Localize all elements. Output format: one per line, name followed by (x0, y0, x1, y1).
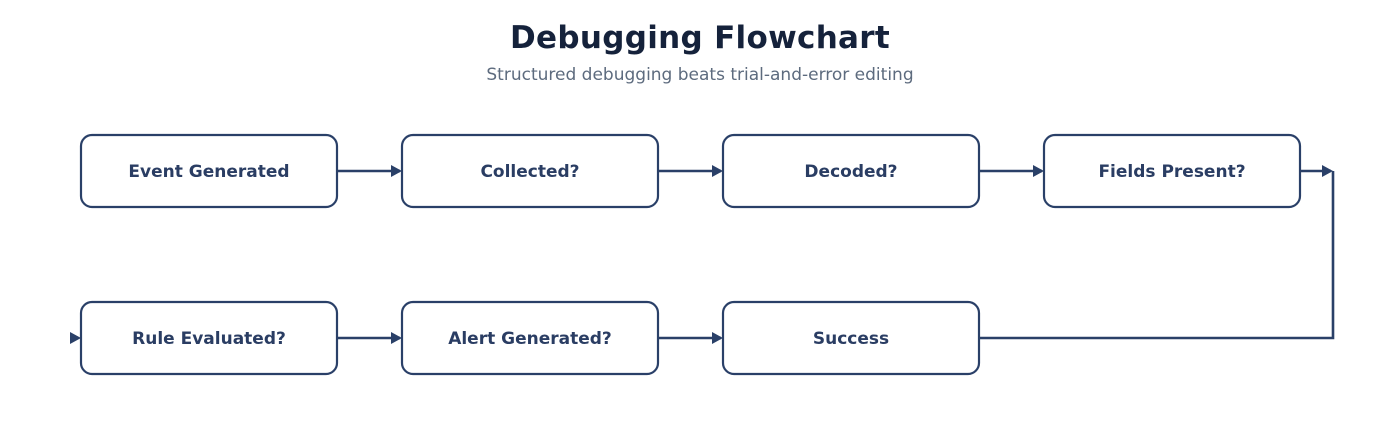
flow-node-box (79, 300, 339, 376)
arrowhead-n6-n7 (712, 332, 723, 344)
flow-node-label: Decoded? (804, 162, 897, 182)
flow-node-box (400, 300, 660, 376)
flow-node-box (721, 300, 981, 376)
arrowhead-n1-n2 (391, 165, 402, 177)
flow-node-label: Fields Present? (1098, 162, 1245, 182)
diagram-subtitle: Structured debugging beats trial-and-err… (486, 65, 914, 85)
flow-node-n5: Rule Evaluated? (79, 300, 339, 376)
diagram-title: Debugging Flowchart (510, 20, 890, 56)
flow-node-box (721, 133, 981, 209)
flow-node-label: Alert Generated? (448, 329, 612, 349)
flow-node-n4: Fields Present? (1042, 133, 1302, 209)
flow-node-box (1042, 133, 1302, 209)
flow-node-n2: Collected? (400, 133, 660, 209)
arrowhead-n3-n4 (1033, 165, 1044, 177)
arrowhead-n4-n5-out (1322, 165, 1333, 177)
arrowhead-n2-n3 (712, 165, 723, 177)
arrowhead-n4-n5-in (70, 332, 81, 344)
flow-node-n3: Decoded? (721, 133, 981, 209)
flow-node-box (79, 133, 339, 209)
flow-node-label: Rule Evaluated? (132, 329, 286, 349)
flow-node-label: Event Generated (128, 162, 289, 182)
nodes-layer: Event Generated Collected? Decoded? Fields … (79, 133, 1302, 376)
flow-node-n1: Event Generated (79, 133, 339, 209)
flow-node-n6: Alert Generated? (400, 300, 660, 376)
flow-node-label: Success (813, 329, 889, 349)
connectors-layer (70, 165, 1335, 344)
connector-n4-n5-return (980, 171, 1335, 340)
flow-node-n7: Success (721, 300, 981, 376)
flow-node-box (400, 133, 660, 209)
flow-node-label: Collected? (480, 162, 579, 182)
arrowhead-n5-n6 (391, 332, 402, 344)
